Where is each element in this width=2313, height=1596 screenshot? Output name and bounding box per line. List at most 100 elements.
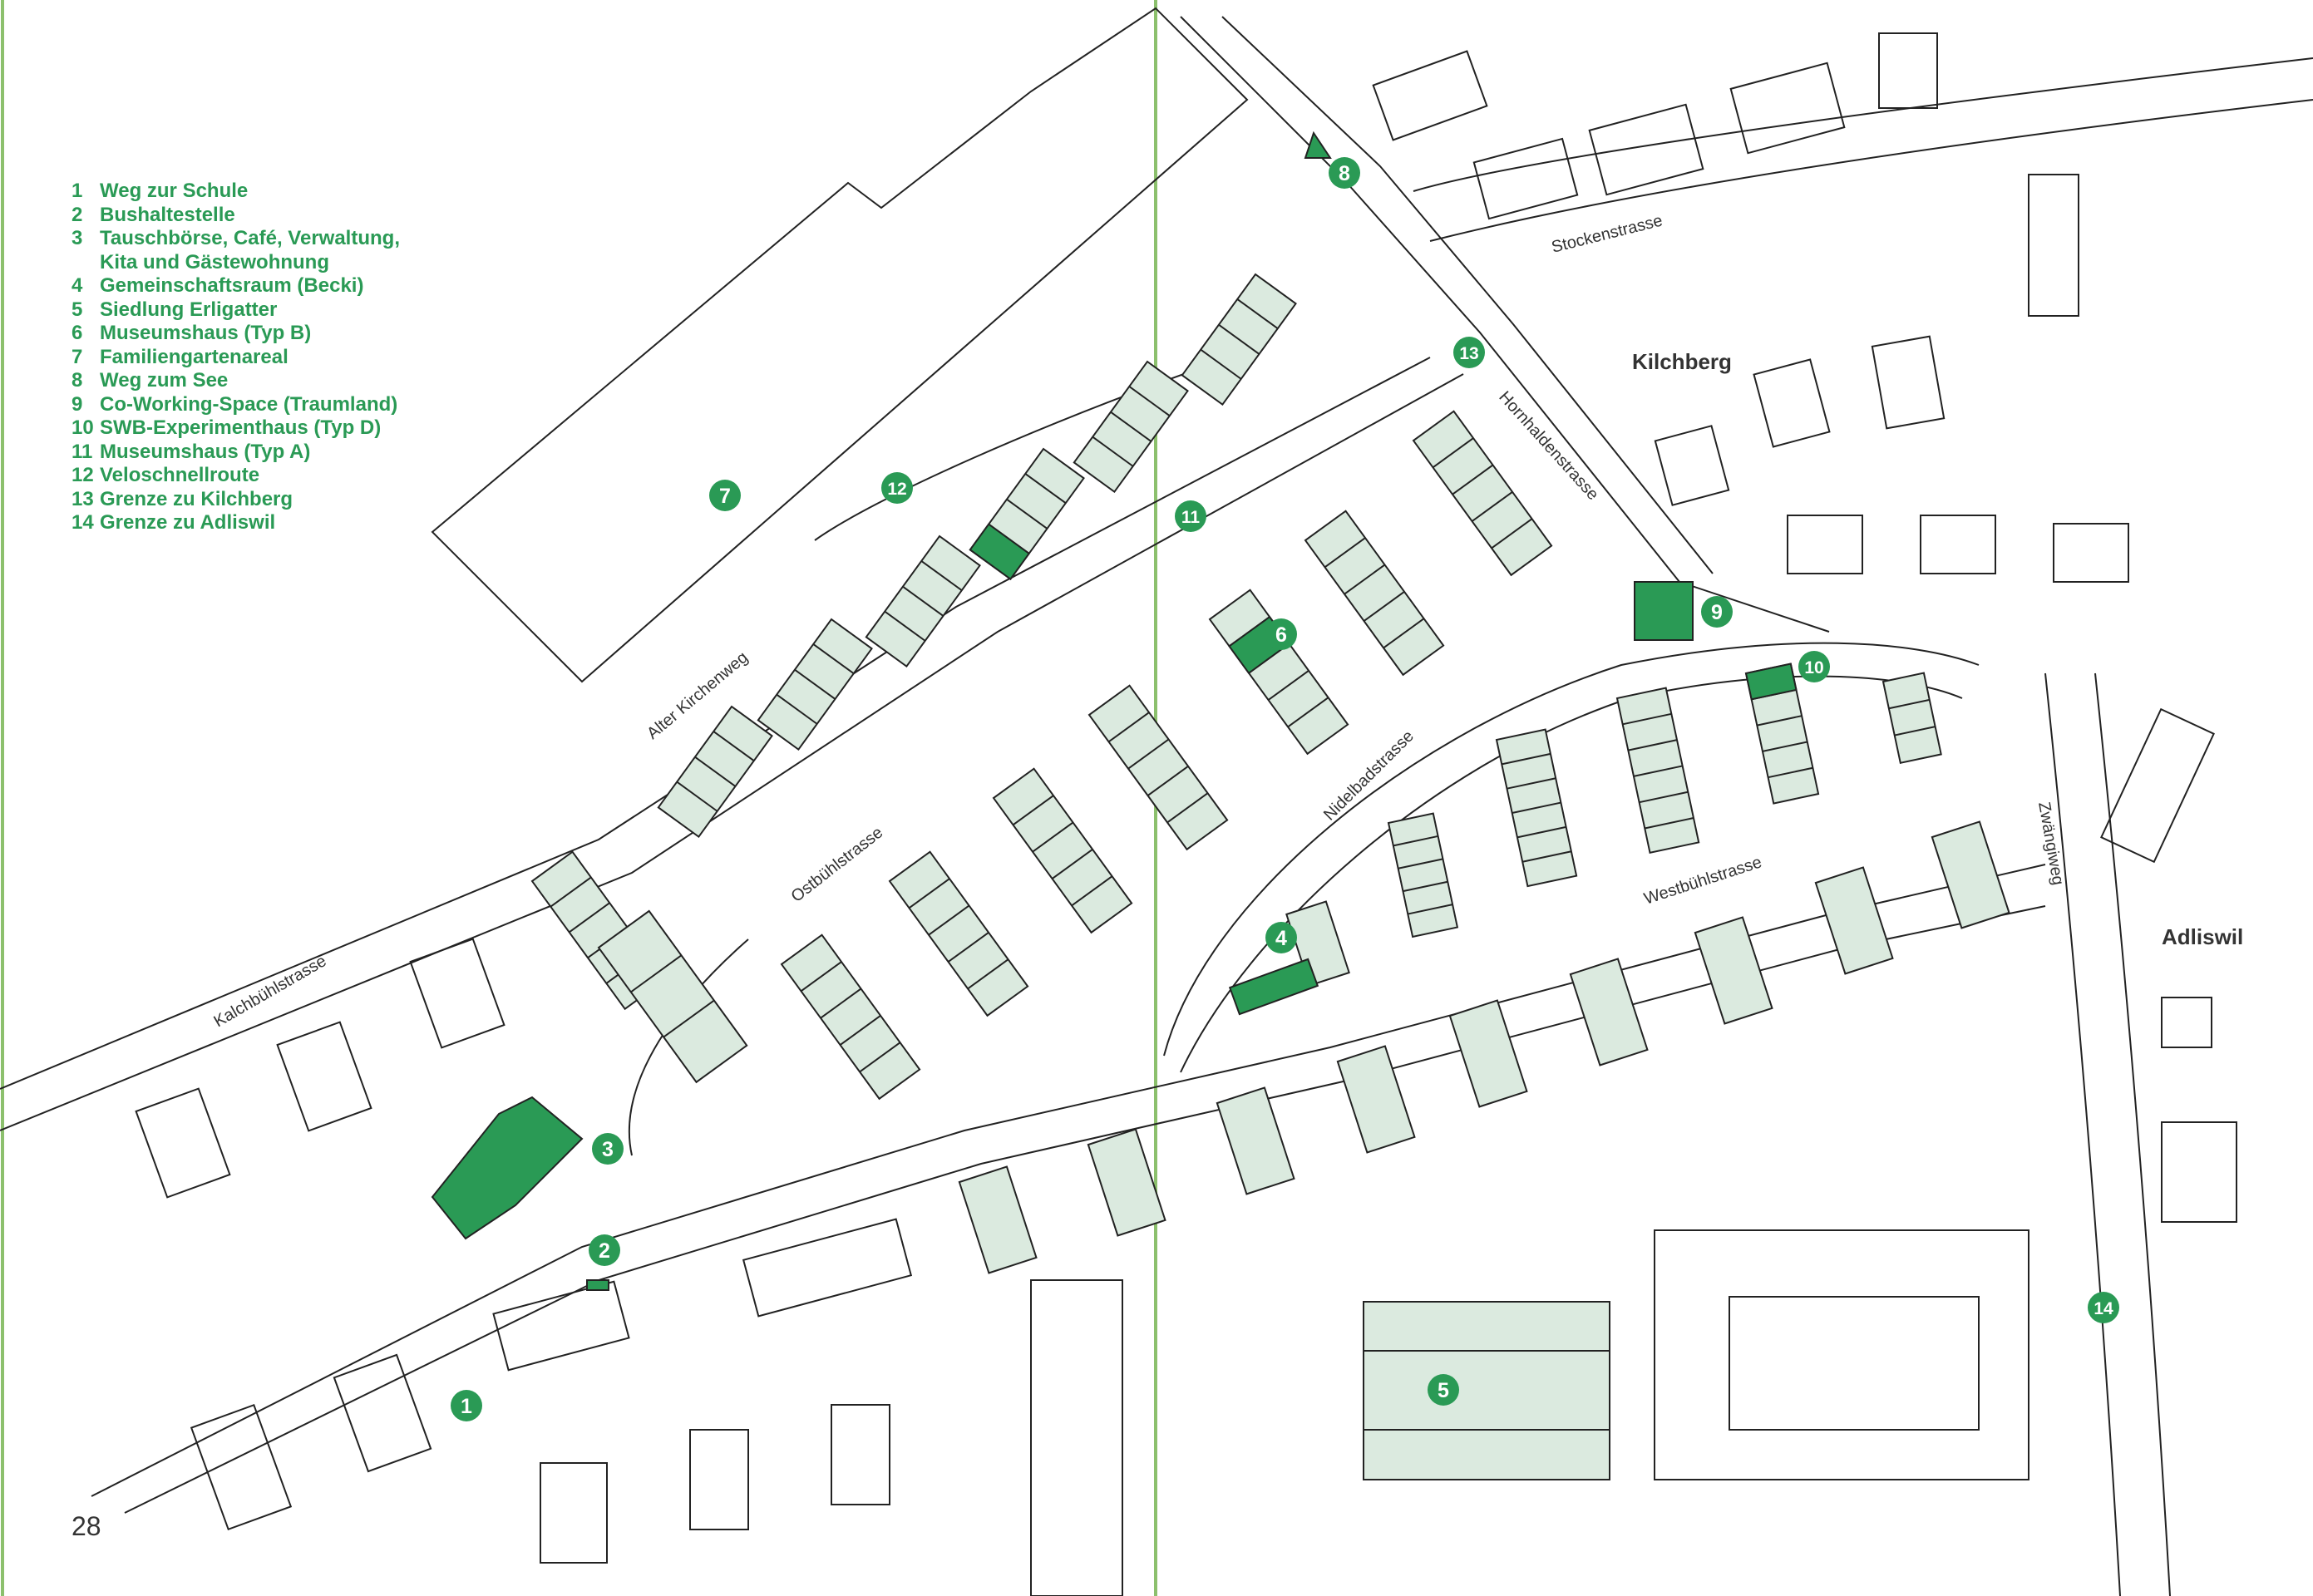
building-tr1 [1372, 50, 1488, 141]
building-tr7 [1654, 425, 1730, 506]
block-southeast [1654, 1229, 2029, 1480]
rowhouse-n3 [1615, 687, 1700, 855]
marker-2[interactable]: 2 [589, 1234, 620, 1266]
house-w6 [1336, 1045, 1416, 1154]
house-w4 [1814, 866, 1894, 975]
building-l10 [831, 1404, 890, 1505]
house-w3 [1694, 916, 1773, 1025]
svg-text:1: 1 [461, 1395, 472, 1418]
building-l1 [135, 1087, 231, 1199]
marker-8[interactable]: 8 [1329, 157, 1360, 189]
road-zwaengi-a [2044, 672, 2121, 1596]
marker-14[interactable]: 14 [2088, 1292, 2119, 1323]
rowhouse-r8 [1208, 589, 1349, 756]
highlighted-buildings [431, 131, 1694, 1291]
block-southeast-inner [1729, 1296, 1980, 1431]
building-l5 [333, 1353, 432, 1473]
svg-text:7: 7 [719, 485, 731, 508]
svg-text:5: 5 [1438, 1379, 1449, 1402]
building-tr9 [1871, 335, 1946, 430]
busstop-2-highlight [586, 1279, 609, 1291]
svg-text:12: 12 [887, 480, 906, 499]
rowhouse-r4 [865, 534, 981, 668]
building-tr6 [2028, 174, 2079, 317]
road-west-curve [628, 938, 749, 1156]
street-ostbuehlstrasse: Ostbühlstrasse [788, 823, 887, 905]
rowhouse-r12 [780, 933, 921, 1101]
markers-layer: 1 2 3 4 5 6 7 8 9 10 11 12 13 14 [451, 157, 2119, 1421]
rowhouse-r2 [1073, 360, 1189, 494]
svg-text:13: 13 [1459, 344, 1478, 363]
street-nidelbadstrasse: Nidelbadstrasse [1320, 727, 1418, 825]
building-l2 [276, 1021, 372, 1132]
rowhouse-r3 [969, 447, 1085, 581]
svg-text:2: 2 [599, 1239, 610, 1263]
marker-13[interactable]: 13 [1453, 337, 1485, 368]
rowhouse-r15 [597, 909, 748, 1084]
rowhouse-r7 [1412, 410, 1553, 577]
marker-10[interactable]: 10 [1798, 651, 1830, 682]
rowhouse-n2 [1495, 728, 1578, 888]
arrow-8-icon [1304, 131, 1332, 159]
marker-5[interactable]: 5 [1428, 1374, 1459, 1406]
rowhouse-n1 [1387, 812, 1459, 938]
building-tr8 [1753, 358, 1831, 448]
marker-11[interactable]: 11 [1175, 500, 1206, 532]
svg-text:14: 14 [2094, 1299, 2113, 1318]
rowhouses-layer [530, 273, 2010, 1274]
block-erligatter [1363, 1301, 1610, 1480]
street-stockenstrasse: Stockenstrasse [1550, 211, 1664, 256]
marker-3[interactable]: 3 [592, 1133, 624, 1165]
house-w1 [1448, 999, 1528, 1108]
house-w8 [1087, 1128, 1166, 1237]
building-l4 [190, 1403, 293, 1531]
building-tr2 [1472, 137, 1579, 220]
road-nidelbad-b [1180, 675, 1963, 1073]
building-south-central [1030, 1279, 1123, 1596]
building-ad3 [2161, 997, 2212, 1048]
marker-7[interactable]: 7 [709, 480, 741, 511]
rowhouse-r6 [657, 705, 773, 839]
building-3-highlight [431, 1096, 584, 1240]
house-w10 [1285, 900, 1350, 987]
marker-1[interactable]: 1 [451, 1390, 482, 1421]
marker-9[interactable]: 9 [1701, 596, 1733, 628]
rowhouse-r9 [1087, 684, 1229, 851]
svg-text:11: 11 [1181, 508, 1201, 527]
building-tr5 [1878, 32, 1938, 109]
road-hornhalden-b [1221, 16, 1714, 574]
marker-4[interactable]: 4 [1265, 922, 1297, 953]
building-4-highlight [1228, 958, 1319, 1016]
svg-text:9: 9 [1711, 601, 1723, 624]
building-l6 [492, 1280, 630, 1372]
road-stocken-b [1429, 99, 2313, 242]
rowhouse-r13 [1304, 510, 1445, 677]
rowhouse-n4 [1744, 663, 1820, 805]
town-label-adliswil: Adliswil [2162, 924, 2244, 949]
building-tr3 [1588, 103, 1704, 196]
marker-12[interactable]: 12 [881, 472, 913, 504]
marker-6[interactable]: 6 [1265, 618, 1297, 650]
streets-layer [0, 7, 2313, 1596]
building-tr4 [1729, 62, 1846, 155]
building-l9 [689, 1429, 749, 1530]
building-l8 [540, 1462, 608, 1564]
building-ad1 [2100, 707, 2215, 864]
rowhouse-n5 [1881, 672, 1942, 765]
rowhouse-r1 [1181, 273, 1297, 406]
building-tr10 [1787, 515, 1863, 574]
